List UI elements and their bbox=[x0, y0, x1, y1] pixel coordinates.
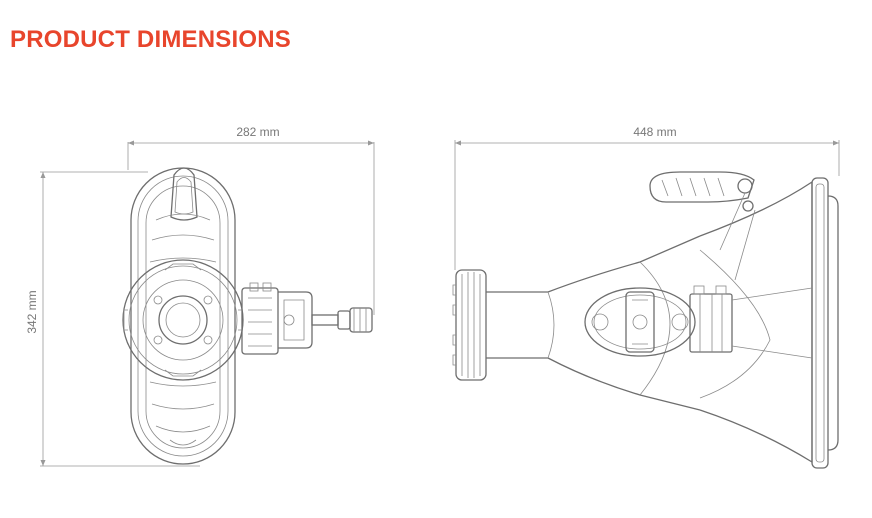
front-width-dimension: 282 mm bbox=[127, 125, 375, 315]
side-body bbox=[486, 177, 839, 469]
side-length-label: 448 mm bbox=[633, 125, 676, 139]
front-side-mount bbox=[241, 282, 373, 355]
page-title: PRODUCT DIMENSIONS bbox=[10, 26, 291, 53]
front-width-label: 282 mm bbox=[236, 125, 279, 139]
side-length-dimension: 448 mm bbox=[454, 125, 840, 270]
side-view: 448 mm bbox=[452, 125, 840, 469]
side-mount-plate bbox=[584, 285, 813, 359]
side-handle bbox=[649, 171, 756, 281]
front-view: 282 mm 342 mm bbox=[25, 125, 375, 467]
front-height-dimension: 342 mm bbox=[25, 171, 200, 467]
side-left-cap bbox=[452, 269, 487, 381]
front-height-label: 342 mm bbox=[25, 290, 39, 333]
front-body bbox=[130, 167, 236, 465]
front-hub bbox=[122, 259, 244, 381]
